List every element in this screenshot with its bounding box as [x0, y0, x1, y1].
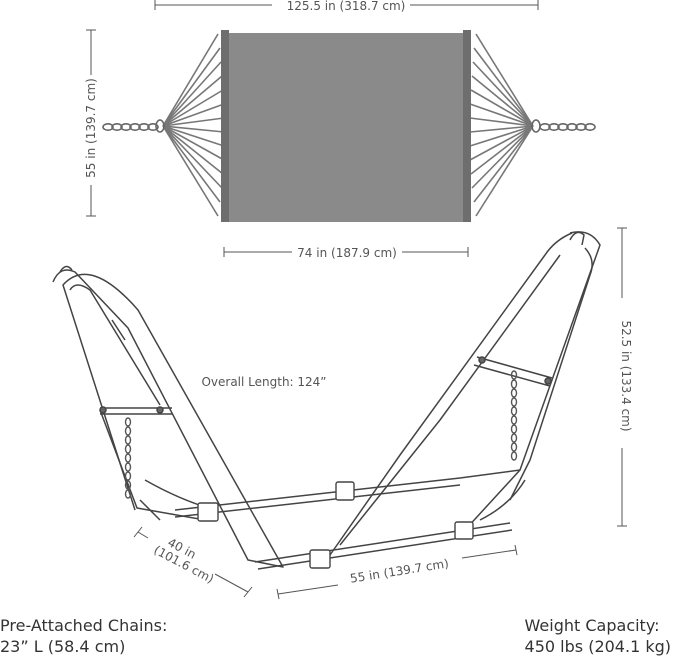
- weight-capacity-spec: Weight Capacity: 450 lbs (204.1 kg): [525, 615, 671, 657]
- dimension-stand-base-width-label: 55 in (139.7 cm): [349, 556, 450, 585]
- stand-left-arm: [52, 269, 284, 568]
- weight-spec-title: Weight Capacity:: [524, 616, 660, 635]
- hammock-right-ropes: [469, 33, 534, 217]
- dimension-bed-length: [223, 247, 469, 257]
- stand-left-hook: [59, 265, 73, 273]
- hammock-fabric-bed: [229, 33, 463, 222]
- stand-right-hook: [569, 231, 585, 246]
- stand-left-chain: [124, 417, 132, 499]
- dimension-stand-height-label: 52.5 in (133.4 cm): [619, 320, 633, 431]
- pre-attached-chains-spec: Pre-Attached Chains: 23” L (58.4 cm): [0, 615, 167, 657]
- hammock-right-spreader-bar: [463, 30, 471, 222]
- overall-length-label: Overall Length: 124”: [201, 375, 326, 389]
- dimension-total-length: [154, 0, 539, 10]
- dimension-stand-height: [617, 227, 627, 527]
- chains-spec-title: Pre-Attached Chains:: [0, 616, 168, 635]
- hammock-top-view: [102, 30, 596, 222]
- dimension-hammock-width-label: 55 in (139.7 cm): [84, 78, 98, 178]
- hammock-left-chain: [102, 119, 165, 133]
- weight-spec-value: 450 lbs (204.1 kg): [524, 637, 671, 656]
- dimension-stand-depth: [133, 526, 253, 598]
- hammock-left-ropes: [162, 33, 225, 217]
- stand-base-clamps: [197, 481, 474, 569]
- hammock-left-spreader-bar: [221, 30, 229, 222]
- dimension-hammock-width: [86, 29, 96, 217]
- chains-spec-value: 23” L (58.4 cm): [0, 637, 126, 656]
- stand-base-rail-back: [174, 477, 461, 518]
- hammock-right-chain: [531, 119, 596, 133]
- stand-right-arm: [464, 231, 601, 531]
- dimension-bed-length-label: 74 in (187.9 cm): [297, 246, 397, 260]
- stand-right-chain: [510, 370, 518, 461]
- dimension-stand-base-width: [276, 544, 518, 600]
- hammock-stand: [52, 231, 601, 570]
- dimension-total-length-label: 125.5 in (318.7 cm): [287, 0, 406, 13]
